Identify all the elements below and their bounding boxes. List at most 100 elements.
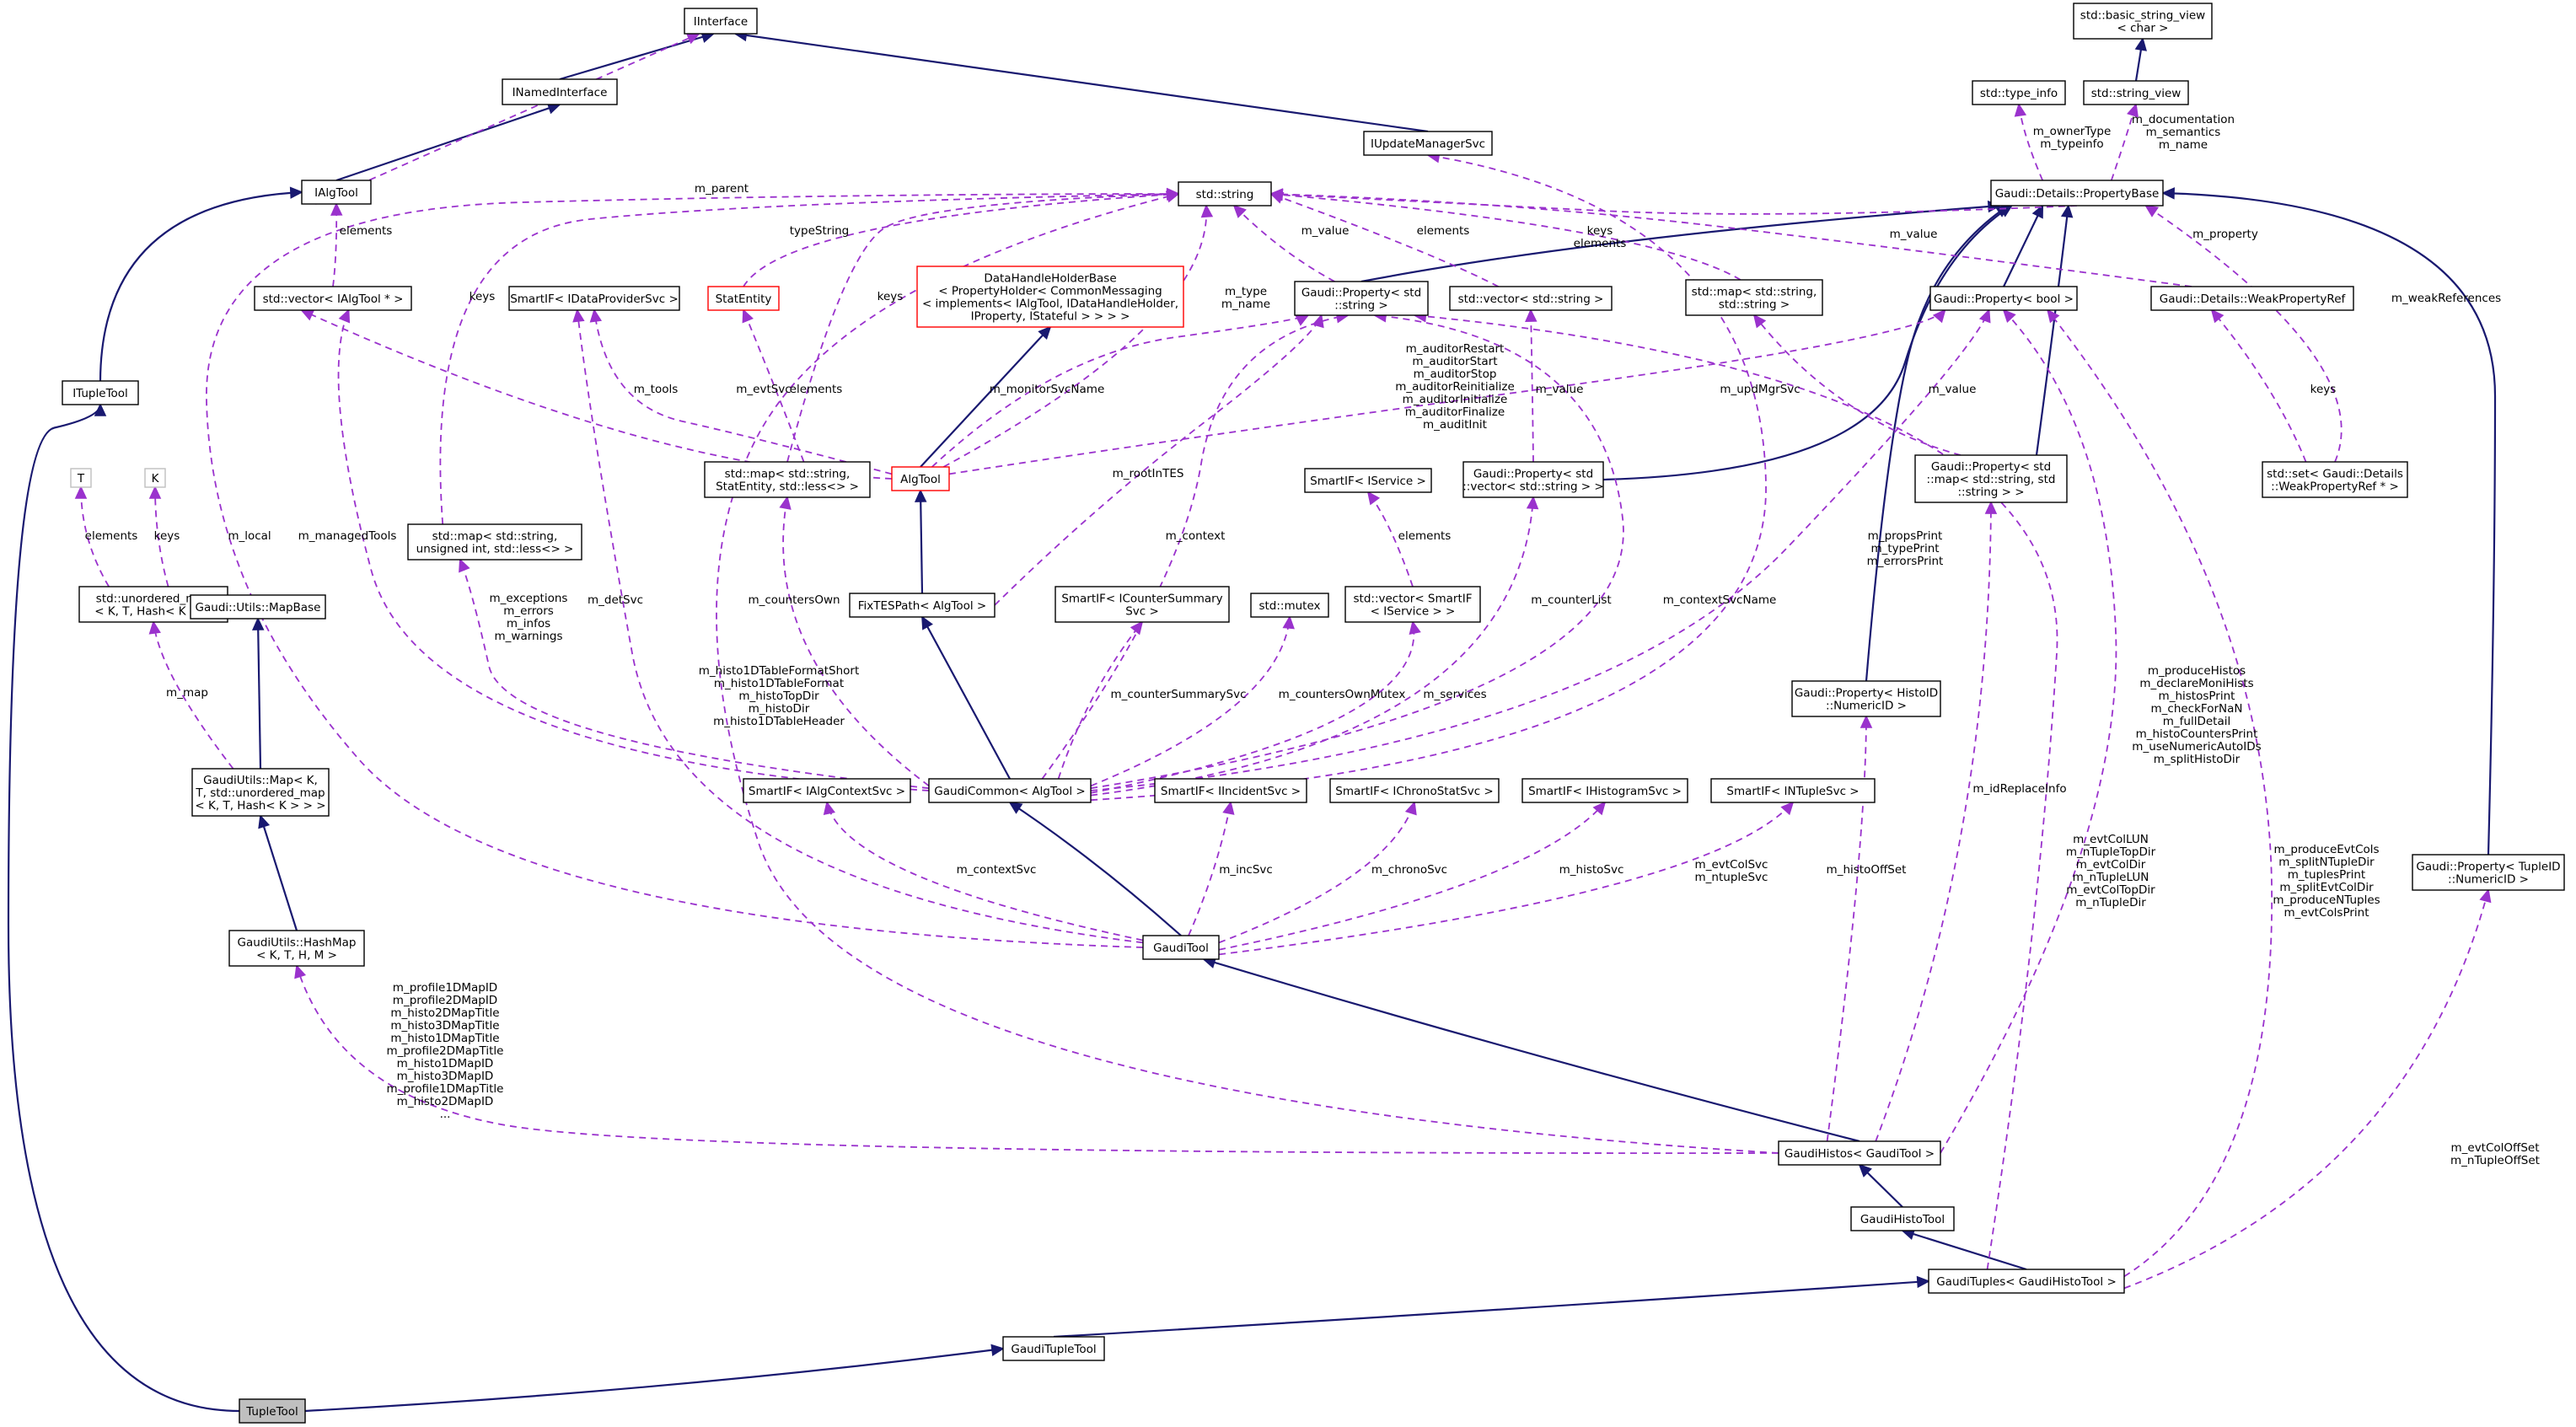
class-node-label-line: K — [152, 472, 160, 486]
usage-edge-GaudiCommon-to-Property_string — [1090, 314, 1624, 790]
class-node-IInterface[interactable]: IInterface — [684, 8, 758, 35]
class-node-label: SmartIF< IDataProviderSvc > — [510, 292, 679, 306]
class-node-map_string_unsigned[interactable]: std::map< std::string,unsigned int, std:… — [407, 523, 582, 561]
usage-edge-map_string_string-to-std_string — [1270, 193, 1741, 281]
class-node-Property_map_string[interactable]: Gaudi::Property< std::map< std::string, … — [1914, 454, 2068, 503]
class-node-label: Gaudi::Property< std::string > — [1301, 287, 1421, 313]
class-node-std_mutex[interactable]: std::mutex — [1250, 593, 1329, 618]
class-node-label: IAlgTool — [314, 186, 358, 200]
class-node-map_string_StatEntity[interactable]: std::map< std::string,StatEntity, std::l… — [704, 461, 871, 498]
class-node-SmartIF_IService[interactable]: SmartIF< IService > — [1304, 468, 1432, 493]
class-node-Property_bool[interactable]: Gaudi::Property< bool > — [1929, 286, 2078, 311]
class-node-vector_SmartIF_IService[interactable]: std::vector< SmartIF< IService > > — [1344, 586, 1481, 623]
class-node-box — [239, 1398, 306, 1424]
usage-edge-GaudiCommon-to-map_string_StatEntity-arrowhead — [779, 496, 792, 510]
class-node-ITupleTool[interactable]: ITupleTool — [62, 380, 139, 405]
edge-label-line: elements — [340, 224, 393, 238]
class-node-TupleTool[interactable]: TupleTool — [239, 1398, 306, 1424]
usage-edge-GaudiHistos-to-Property_bool-arrowhead — [2002, 308, 2016, 324]
class-node-box — [1914, 454, 2068, 503]
class-node-label: Gaudi::Property< std::vector< std::strin… — [1462, 468, 1603, 494]
edge-label-line: m_errors — [503, 604, 554, 618]
class-node-IAlgTool[interactable]: IAlgTool — [301, 180, 372, 205]
usage-edge-GaudiCommon-to-std_mutex — [1090, 616, 1291, 787]
edge-label-typeString: typeString — [790, 224, 849, 238]
class-node-K[interactable]: K — [144, 468, 166, 488]
class-node-box — [1142, 935, 1220, 960]
class-node-label-line: < IService > > — [1371, 605, 1456, 619]
class-node-WeakPropertyRef[interactable]: Gaudi::Details::WeakPropertyRef — [2150, 286, 2354, 311]
class-node-set_WeakPropertyRef[interactable]: std::set< Gaudi::Details::WeakPropertyRe… — [2262, 461, 2408, 498]
class-node-std_type_info[interactable]: std::type_info — [1972, 80, 2066, 105]
usage-edge-GaudiHistos-to-std_string — [716, 193, 1779, 1154]
usage-edge-GaudiTool-to-SmartIF_IHistogramSvc-arrowhead — [1592, 801, 1607, 816]
class-node-PropertyBase[interactable]: Gaudi::Details::PropertyBase — [1990, 180, 2164, 207]
inheritance-edge-ITupleTool-to-IAlgTool-arrowhead — [289, 186, 303, 199]
class-node-T[interactable]: T — [70, 468, 92, 488]
class-node-Property_vector_string[interactable]: Gaudi::Property< std::vector< std::strin… — [1462, 461, 1604, 498]
edge-label-line: m_histoTopDir — [738, 689, 819, 703]
edge-label-line: elements — [85, 529, 138, 543]
inheritance-edge-Property_map_string-to-PropertyBase-arrowhead — [2060, 204, 2074, 218]
class-node-label: std::map< std::string,unsigned int, std:… — [416, 530, 574, 556]
class-node-SmartIF_IChronoStatSvc[interactable]: SmartIF< IChronoStatSvc > — [1329, 778, 1500, 803]
inheritance-edge-TupleTool-to-GaudiTupleTool — [304, 1347, 1004, 1413]
class-node-label: IUpdateManagerSvc — [1371, 137, 1485, 151]
edge-label-m_chronoSvc: m_chronoSvc — [1371, 863, 1447, 877]
class-node-label-line: std::map< std::string, — [725, 468, 851, 481]
class-node-label-line: GaudiUtils::HashMap — [238, 936, 357, 950]
class-node-GaudiHistos[interactable]: GaudiHistos< GaudiTool > — [1778, 1140, 1941, 1166]
edge-label-line: m_services — [1423, 688, 1486, 701]
class-node-SmartIF_INTupleSvc[interactable]: SmartIF< INTupleSvc > — [1710, 778, 1876, 803]
usage-edge-AlgTool-to-Property_string — [931, 314, 1309, 468]
class-node-vector_IAlgTool[interactable]: std::vector< IAlgTool * > — [254, 286, 412, 311]
class-node-GaudiTupleTool[interactable]: GaudiTupleTool — [1002, 1336, 1105, 1361]
class-node-INamedInterface[interactable]: INamedInterface — [502, 78, 618, 105]
class-node-std_string[interactable]: std::string — [1178, 181, 1272, 207]
class-node-std_string_view[interactable]: std::string_view — [2083, 80, 2189, 105]
usage-edge-GaudiCommon-to-Property_bool — [1090, 309, 1990, 791]
usage-edge-GaudiCommon-to-vector_IAlgTool — [337, 309, 930, 791]
class-node-label-line: ITupleTool — [72, 387, 128, 400]
class-node-GaudiUtils_Map[interactable]: GaudiUtils::Map< K,T, std::unordered_map… — [191, 768, 330, 817]
usage-edge-GaudiCommon-to-map_string_unsigned — [459, 559, 930, 790]
class-node-vector_string[interactable]: std::vector< std::string > — [1449, 286, 1613, 311]
class-node-label-line: ::string > — [1334, 299, 1387, 313]
class-node-GaudiTuples[interactable]: GaudiTuples< GaudiHistoTool > — [1928, 1269, 2125, 1294]
class-node-FixTESPath[interactable]: FixTESPath< AlgTool > — [849, 593, 996, 618]
edge-label-line: m_histo1DTableFormatShort — [699, 664, 860, 678]
class-node-label: GaudiTupleTool — [1011, 1343, 1096, 1356]
edge-label-m_value_propbase: m_value — [1890, 228, 1938, 241]
class-node-Property_HistoID[interactable]: Gaudi::Property< HistoID::NumericID > — [1791, 680, 1941, 717]
class-node-IUpdateManagerSvc[interactable]: IUpdateManagerSvc — [1363, 131, 1493, 156]
class-node-SmartIF_IIncidentSvc[interactable]: SmartIF< IIncidentSvc > — [1154, 778, 1307, 803]
class-node-SmartIF_IHistogramSvc[interactable]: SmartIF< IHistogramSvc > — [1521, 778, 1688, 803]
edge-label-line: m_evtSvc — [736, 383, 791, 396]
edge-label-m_managedTools: m_managedTools — [298, 529, 397, 543]
class-node-GaudiCommon[interactable]: GaudiCommon< AlgTool > — [928, 778, 1092, 803]
class-node-SmartIF_IDataProviderSvc[interactable]: SmartIF< IDataProviderSvc > — [508, 286, 680, 311]
edge-label-line: m_profile2DMapTitle — [387, 1044, 504, 1058]
inheritance-edge-IUpdateManagerSvc-to-IInterface — [735, 32, 1429, 133]
class-node-AlgTool[interactable]: AlgTool — [891, 466, 950, 491]
class-node-Property_string[interactable]: Gaudi::Property< std::string > — [1294, 281, 1429, 316]
class-node-DataHandleHolderBase[interactable]: DataHandleHolderBase< PropertyHolder< Co… — [916, 266, 1184, 328]
edge-label-line: m_auditInit — [1423, 418, 1487, 432]
class-node-MapBase[interactable]: Gaudi::Utils::MapBase — [190, 594, 326, 620]
class-node-map_string_string[interactable]: std::map< std::string,std::string > — [1685, 279, 1823, 316]
class-node-GaudiTool[interactable]: GaudiTool — [1142, 935, 1220, 960]
class-node-SmartIF_IAlgContextSvc[interactable]: SmartIF< IAlgContextSvc > — [743, 778, 911, 803]
class-node-GaudiHistoTool[interactable]: GaudiHistoTool — [1850, 1206, 1955, 1231]
class-node-HashMap[interactable]: GaudiUtils::HashMap< K, T, H, M > — [228, 930, 365, 967]
class-node-label-line: GaudiTuples< GaudiHistoTool > — [1936, 1275, 2117, 1289]
class-node-StatEntity[interactable]: StatEntity — [707, 286, 780, 311]
usage-edge-AlgTool-to-SmartIF_IDataProviderSvc-arrowhead — [589, 308, 603, 323]
class-node-std_basic_string_view[interactable]: std::basic_string_view< char > — [2073, 3, 2213, 40]
class-node-Property_TupleID[interactable]: Gaudi::Property< TupleID::NumericID > — [2412, 854, 2565, 891]
edge-label-line: m_histo1DTableHeader — [713, 715, 845, 728]
edge-label-line: m_errorsPrint — [1867, 555, 1944, 568]
